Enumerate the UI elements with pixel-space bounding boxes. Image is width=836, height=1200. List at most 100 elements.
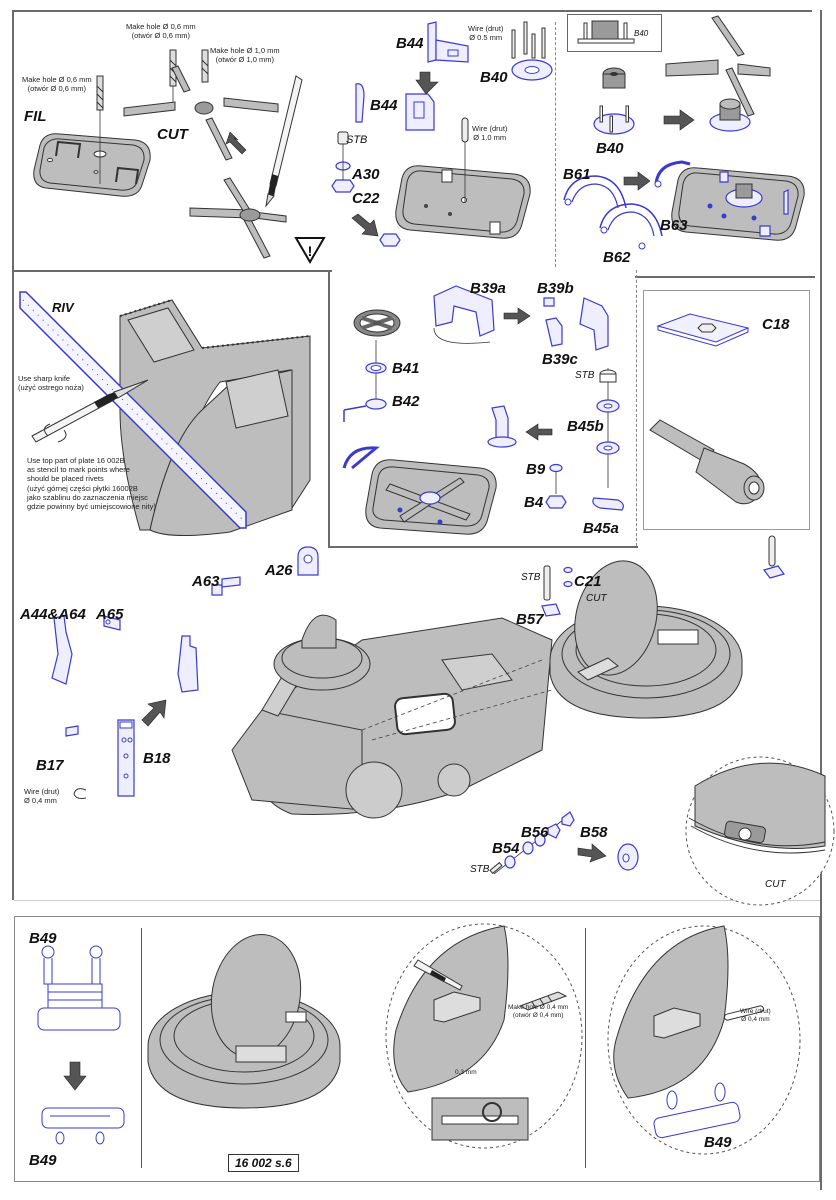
label-b39a: B39a (470, 280, 506, 297)
note-text: Wire (drut) (468, 24, 504, 33)
page-id-badge: 16 002 s.6 (228, 1154, 299, 1172)
note-wire-10: Wire (drut) Ø 1.0 mm (472, 124, 507, 142)
note-text: Wire (drut) (472, 124, 508, 133)
label-b54: B54 (492, 840, 520, 857)
note-text: Wire (drut) (24, 787, 60, 796)
note-text-pl: (otwór Ø 0,4 mm) (512, 1012, 564, 1019)
note-text-size: Ø 0,4 mm (741, 1016, 770, 1023)
part-b40-with-bushing (593, 67, 635, 135)
note-text-pl: (otwór Ø 0,6 mm) (27, 84, 86, 93)
label-a30: A30 (352, 166, 380, 183)
stb-a30-c22-stack (331, 131, 355, 193)
part-a26-drawing (297, 546, 319, 576)
label-b39b: B39b (537, 280, 574, 297)
label-stb: STB (470, 864, 490, 875)
hatch-plate-drawing (671, 167, 805, 241)
detail-circle-knife (385, 923, 583, 1149)
note-wire-04: Wire (drut) Ø 0,4 mm (24, 787, 59, 805)
label-a26: A26 (265, 562, 293, 579)
note-hole-10: Make hole Ø 1,0 mm (otwór Ø 1,0 mm) (210, 46, 280, 64)
arrow-down-icon (415, 71, 439, 95)
divider-detail (585, 928, 586, 1168)
drill-bit-icon (96, 75, 104, 184)
label-riv: RIV (52, 300, 74, 315)
divider-step5-bottom (328, 546, 638, 548)
inset-b40-section: B40 (567, 14, 662, 52)
label-cut: CUT (765, 879, 786, 890)
part-a63-drawing (211, 576, 241, 596)
note-text: Use sharp knife (18, 374, 71, 383)
label-b61: B61 (563, 166, 591, 183)
cupola-drawing (549, 560, 743, 719)
stowage-box-drawing (119, 299, 311, 537)
divider-row1 (12, 270, 332, 272)
label-b45b: B45b (567, 418, 604, 435)
parts-b17-b18 (65, 719, 135, 799)
turret-drawing (231, 614, 553, 819)
hatch-plate-assembled (342, 446, 497, 535)
note-stencil: Use top part of plate 16 002B as stencil… (27, 456, 156, 511)
divider-step4 (328, 270, 330, 546)
label-b40: B40 (596, 140, 624, 157)
divider-row1-right (635, 276, 815, 278)
label-b39c: B39c (542, 351, 578, 368)
assembled-b54-stack (617, 843, 639, 871)
arrow-right-icon (663, 109, 695, 131)
stb-c21-b57 (541, 565, 573, 617)
note-wire-04: Wire (drut) Ø 0,4 mm (740, 1008, 771, 1024)
parts-b39b-b39c (543, 297, 609, 351)
label-c21: C21 (574, 573, 602, 590)
warning-triangle-icon: ! (294, 237, 326, 264)
label-a44-a64: A44&A64 (20, 606, 86, 623)
note-text-pl: (otwór Ø 0,6 mm) (131, 31, 190, 40)
label-stb: STB (346, 134, 368, 146)
note-hole-06-top: Make hole Ø 0,6 mm (otwór Ø 0,6 mm) (126, 22, 196, 40)
arrow-down-icon (63, 1061, 87, 1091)
arrow-right-icon (623, 171, 651, 191)
part-b61-bent (654, 160, 691, 188)
note-text-pl: (użyć górnej części płytki 16002B (27, 484, 138, 493)
label-c22: C22 (352, 190, 380, 207)
part-b40-ring-drawing (511, 21, 553, 81)
note-text: Wire (drut) (740, 1008, 771, 1015)
label-b49: B49 (29, 930, 57, 947)
note-text: should be placed rivets (27, 474, 104, 483)
divider-b49 (141, 928, 142, 1168)
label-b62: B62 (603, 249, 631, 266)
arrow-right-up-icon (141, 699, 167, 727)
handwheel-drawing (353, 309, 401, 337)
label-b17: B17 (36, 757, 64, 774)
detail-circle-cupola-base (685, 756, 835, 906)
parts-b9-b4 (545, 463, 567, 509)
label-stb: STB (575, 370, 595, 381)
label-b41: B41 (392, 360, 420, 377)
right-border (820, 10, 822, 1190)
divider-bottom-section (14, 900, 820, 901)
note-text-size: Ø 1.0 mm (473, 133, 507, 142)
periscope-arms-drawing (123, 65, 287, 259)
hobby-knife-icon (31, 379, 149, 443)
note-sharp-knife: Use sharp knife (użyć ostrego noża) (18, 374, 84, 392)
arrow-right-down-icon (577, 843, 607, 863)
note-text-pl: gdzie powinny być umiejscowione nity) (27, 502, 156, 511)
label-b42: B42 (392, 393, 420, 410)
note-text-pl: (użyć ostrego noża) (18, 383, 84, 392)
hatch-plate-drawing (33, 133, 151, 197)
arrow-right-down-icon (351, 213, 379, 237)
label-fil: FIL (24, 108, 47, 125)
note-wire-05: Wire (drut) Ø 0.5 mm (468, 24, 503, 42)
label-b44: B44 (370, 97, 398, 114)
label-b49: B49 (29, 1152, 57, 1169)
periscope-arms-exploded (665, 15, 771, 132)
part-lock-assembled (177, 635, 199, 693)
note-text: as stencil to mark points where (27, 465, 130, 474)
cupola-drawing (147, 933, 341, 1109)
drill-bit-icon (518, 991, 568, 1011)
gun-barrel-end-drawing (649, 419, 765, 505)
label-b45a: B45a (583, 520, 619, 537)
label-b58: B58 (580, 824, 608, 841)
label-b4: B4 (524, 494, 544, 511)
part-b39a-drawing (433, 285, 495, 344)
label-a65: A65 (96, 606, 124, 623)
note-text: Make hole Ø 0,4 mm (508, 1004, 569, 1011)
